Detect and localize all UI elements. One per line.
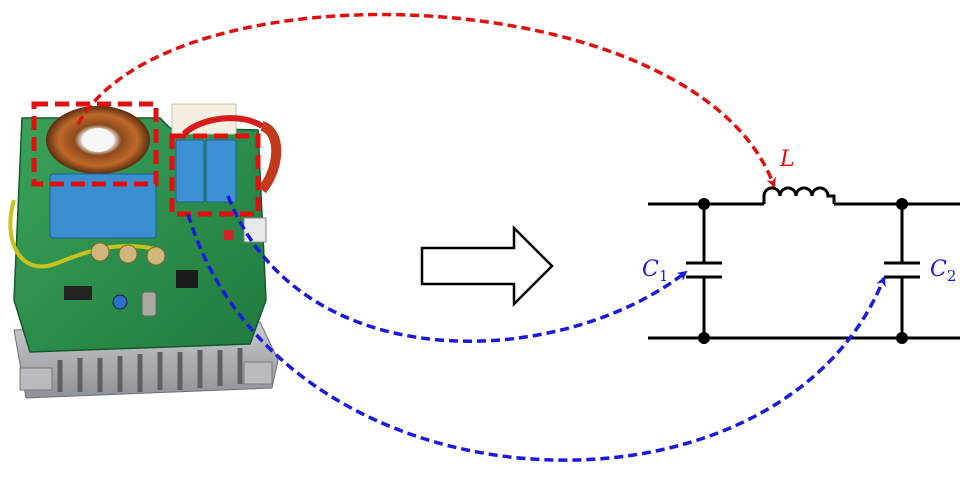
small-red-part xyxy=(224,230,234,240)
screw-terminals xyxy=(90,242,166,266)
circuit-board-photo xyxy=(8,101,282,399)
inductor-label: L xyxy=(779,147,795,172)
capacitor-block-1 xyxy=(175,139,205,203)
inductor-link-arrow xyxy=(76,12,776,188)
c2-label-sub: 2 xyxy=(947,267,957,285)
c1-label-main: C xyxy=(642,257,659,282)
small-capacitor xyxy=(112,294,128,310)
small-block xyxy=(176,270,198,288)
mounting-tab-left xyxy=(19,367,53,391)
lc-filter-schematic xyxy=(648,186,960,340)
x-capacitor-large xyxy=(49,173,157,239)
red-wire-sleeve xyxy=(257,121,282,194)
ic-chip xyxy=(64,286,92,300)
relay xyxy=(243,217,267,243)
inductor-highlight-box xyxy=(31,101,159,187)
c1-link-arrow xyxy=(226,195,688,343)
c2-label-main: C xyxy=(930,257,947,282)
junction-dots xyxy=(698,198,908,344)
transform-arrow-icon xyxy=(420,224,554,308)
capacitor-highlight-box xyxy=(169,133,261,217)
c2-link-arrow xyxy=(186,213,886,462)
c1-label: C1 xyxy=(642,257,668,285)
capacitor-block-2 xyxy=(205,139,237,203)
resistor xyxy=(141,291,157,317)
mounting-tab-right xyxy=(243,361,273,385)
c1-label-sub: 1 xyxy=(659,267,669,285)
c2-label: C2 xyxy=(930,257,956,285)
toroid-core-hole xyxy=(82,128,114,152)
red-wire xyxy=(181,115,264,137)
inductor-coil xyxy=(762,186,836,204)
heatsink-fins xyxy=(57,348,243,392)
